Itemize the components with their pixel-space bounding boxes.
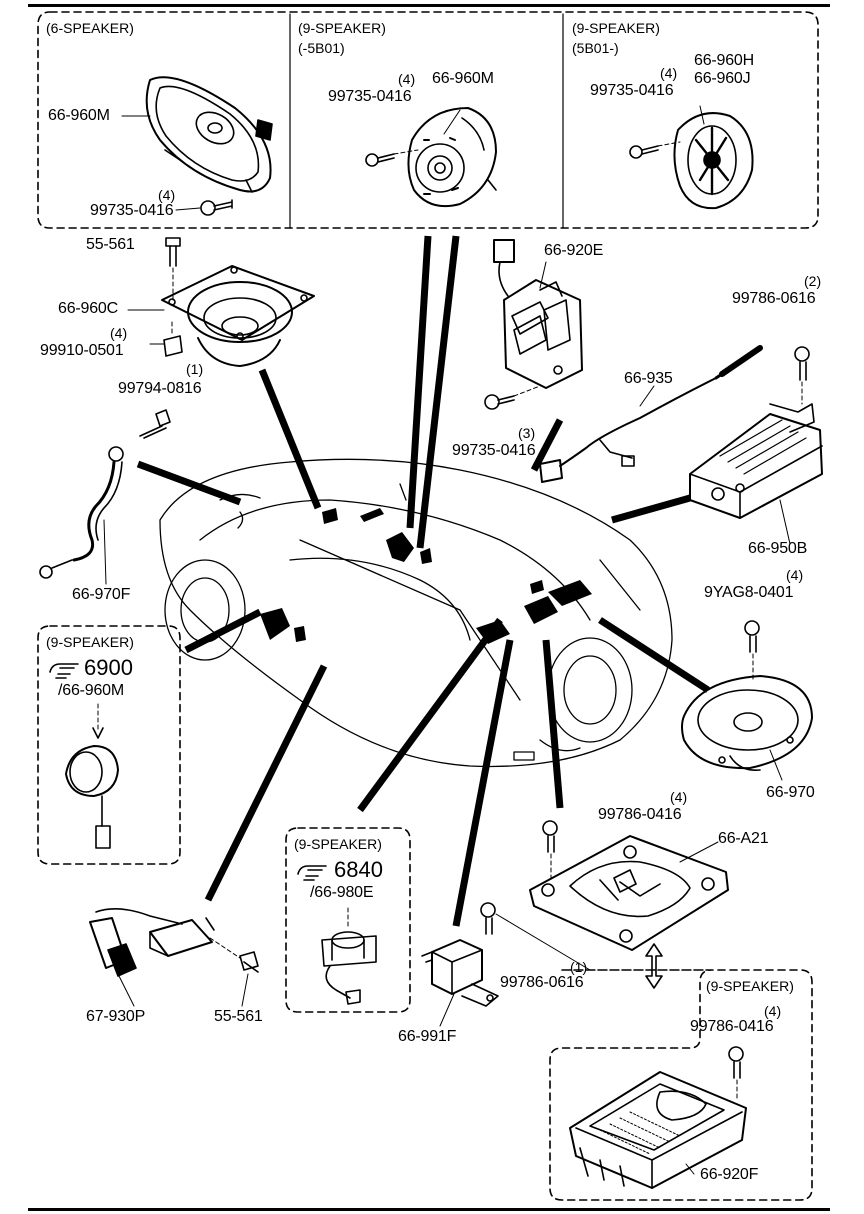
label-66-960C: 66-960C xyxy=(58,300,118,317)
screw-99786-0616-a xyxy=(794,346,810,405)
pointing-hand-icon xyxy=(297,865,327,881)
sensor-67-930P xyxy=(89,908,215,977)
label-66-950B: 66-950B xyxy=(748,540,808,557)
label-66-960H: 66-960H xyxy=(694,52,754,69)
label-99735-0416-c: 99735-0416 xyxy=(590,82,674,99)
label-66-970: 66-970 xyxy=(766,784,815,801)
center-9spk-box xyxy=(285,827,411,1013)
label-99786-0416-a: 99786-0416 xyxy=(598,806,682,823)
leader-bars xyxy=(136,235,710,927)
bottom-right-9spk-box xyxy=(549,969,813,1201)
qty-1-b: (1) xyxy=(570,959,588,975)
top-variant-box xyxy=(37,11,819,229)
ref-number-6840: 6840 xyxy=(334,857,383,882)
bolt-55-561-top xyxy=(165,237,181,301)
screw-99735-b xyxy=(365,149,419,167)
screw-9YAG8-0401 xyxy=(744,620,760,681)
buzzer-66-980E xyxy=(321,907,377,1005)
small-speaker-66-960M xyxy=(65,703,119,849)
bottom-border-rule xyxy=(28,1208,830,1211)
car-installed-parts xyxy=(260,508,592,644)
qty-4-d: (4) xyxy=(110,325,128,341)
double-arrow-icon xyxy=(645,943,663,989)
qty-1-a: (1) xyxy=(186,361,204,377)
label-99735-0416-b: 99735-0416 xyxy=(328,88,412,105)
qty-4-e: (4) xyxy=(786,567,804,583)
pointing-hand-icon xyxy=(49,663,79,679)
label-99735-0416-a: 99735-0416 xyxy=(90,202,174,219)
label-67-930P: 67-930P xyxy=(86,1008,146,1025)
label-leaders xyxy=(103,105,791,1175)
screw-99786-0416-b xyxy=(728,1046,744,1101)
qty-4-c: (4) xyxy=(660,65,678,81)
nut-99910-0501 xyxy=(163,321,183,357)
screw-99735-a xyxy=(200,199,233,216)
qty-4-a: (4) xyxy=(158,187,176,203)
bracket-66-A21 xyxy=(529,835,729,951)
car-body-outline xyxy=(159,458,673,768)
top-border-rule xyxy=(28,4,830,7)
label-66-920E: 66-920E xyxy=(544,242,604,259)
label-66-920F: 66-920F xyxy=(700,1166,759,1183)
oval-speaker-6spk xyxy=(145,76,273,193)
amplifier-66-950B xyxy=(689,403,823,519)
label-55-561-a: 55-561 xyxy=(86,236,135,253)
qty-2-a: (2) xyxy=(804,273,822,289)
label-66-970F: 66-970F xyxy=(72,586,131,603)
box-title-9-speaker-a: (9-SPEAKER) xyxy=(298,20,386,36)
label-55-561-b: 55-561 xyxy=(214,1008,263,1025)
label-99794-0816: 99794-0816 xyxy=(118,380,202,397)
box-subtitle-9-speaker-b: (5B01-) xyxy=(572,40,619,56)
screw-99786-0616-b xyxy=(480,902,496,935)
label-66-960J: 66-960J xyxy=(694,70,751,87)
ref-number-6900: 6900 xyxy=(84,655,133,680)
box-title-6-speaker: (6-SPEAKER) xyxy=(46,20,134,36)
relay-66-991F xyxy=(421,939,499,1007)
qty-4-b: (4) xyxy=(398,71,416,87)
unit-66-920F xyxy=(569,1071,747,1189)
bolt-99794-0816 xyxy=(139,409,171,439)
speaker-66-960C xyxy=(161,265,315,367)
box-title-9-speaker-center: (9-SPEAKER) xyxy=(294,836,382,852)
left-9spk-box xyxy=(37,625,181,865)
label-66-960M-a: 66-960M xyxy=(48,107,110,124)
round-speaker-9spk-a xyxy=(407,107,497,208)
label-99910-0501: 99910-0501 xyxy=(40,342,124,359)
ground-cable-66-970F xyxy=(39,446,124,579)
screw-99786-0416-a xyxy=(542,820,558,881)
ref-part-66-980E: /66-980E xyxy=(310,884,374,901)
label-66-935: 66-935 xyxy=(624,370,673,387)
box-title-9-speaker-bottom: (9-SPEAKER) xyxy=(706,978,794,994)
qty-4-g: (4) xyxy=(764,1003,782,1019)
bolt-55-561-bottom xyxy=(209,937,259,973)
unit-66-920E xyxy=(493,239,583,389)
label-9YAG8-0401: 9YAG8-0401 xyxy=(704,584,794,601)
ref-part-66-960M: /66-960M xyxy=(58,682,124,699)
box-title-9-speaker-left: (9-SPEAKER) xyxy=(46,634,134,650)
label-99786-0416-b: 99786-0416 xyxy=(690,1018,774,1035)
label-99786-0616-a: 99786-0616 xyxy=(732,290,816,307)
screw-99735-d xyxy=(484,385,541,410)
screw-99735-c xyxy=(629,141,681,159)
oval-speaker-66-970 xyxy=(681,675,813,772)
box-subtitle-9-speaker-a: (-5B01) xyxy=(298,40,345,56)
box-title-9-speaker-b: (9-SPEAKER) xyxy=(572,20,660,36)
label-66-991F: 66-991F xyxy=(398,1028,457,1045)
cable-66-935 xyxy=(539,345,763,483)
round-speaker-9spk-b xyxy=(673,112,754,210)
label-99735-0416-d: 99735-0416 xyxy=(452,442,536,459)
qty-3-a: (3) xyxy=(518,425,536,441)
label-66-960M-b: 66-960M xyxy=(432,70,494,87)
qty-4-f: (4) xyxy=(670,789,688,805)
label-66-A21: 66-A21 xyxy=(718,830,769,847)
label-99786-0616-b: 99786-0616 xyxy=(500,974,584,991)
